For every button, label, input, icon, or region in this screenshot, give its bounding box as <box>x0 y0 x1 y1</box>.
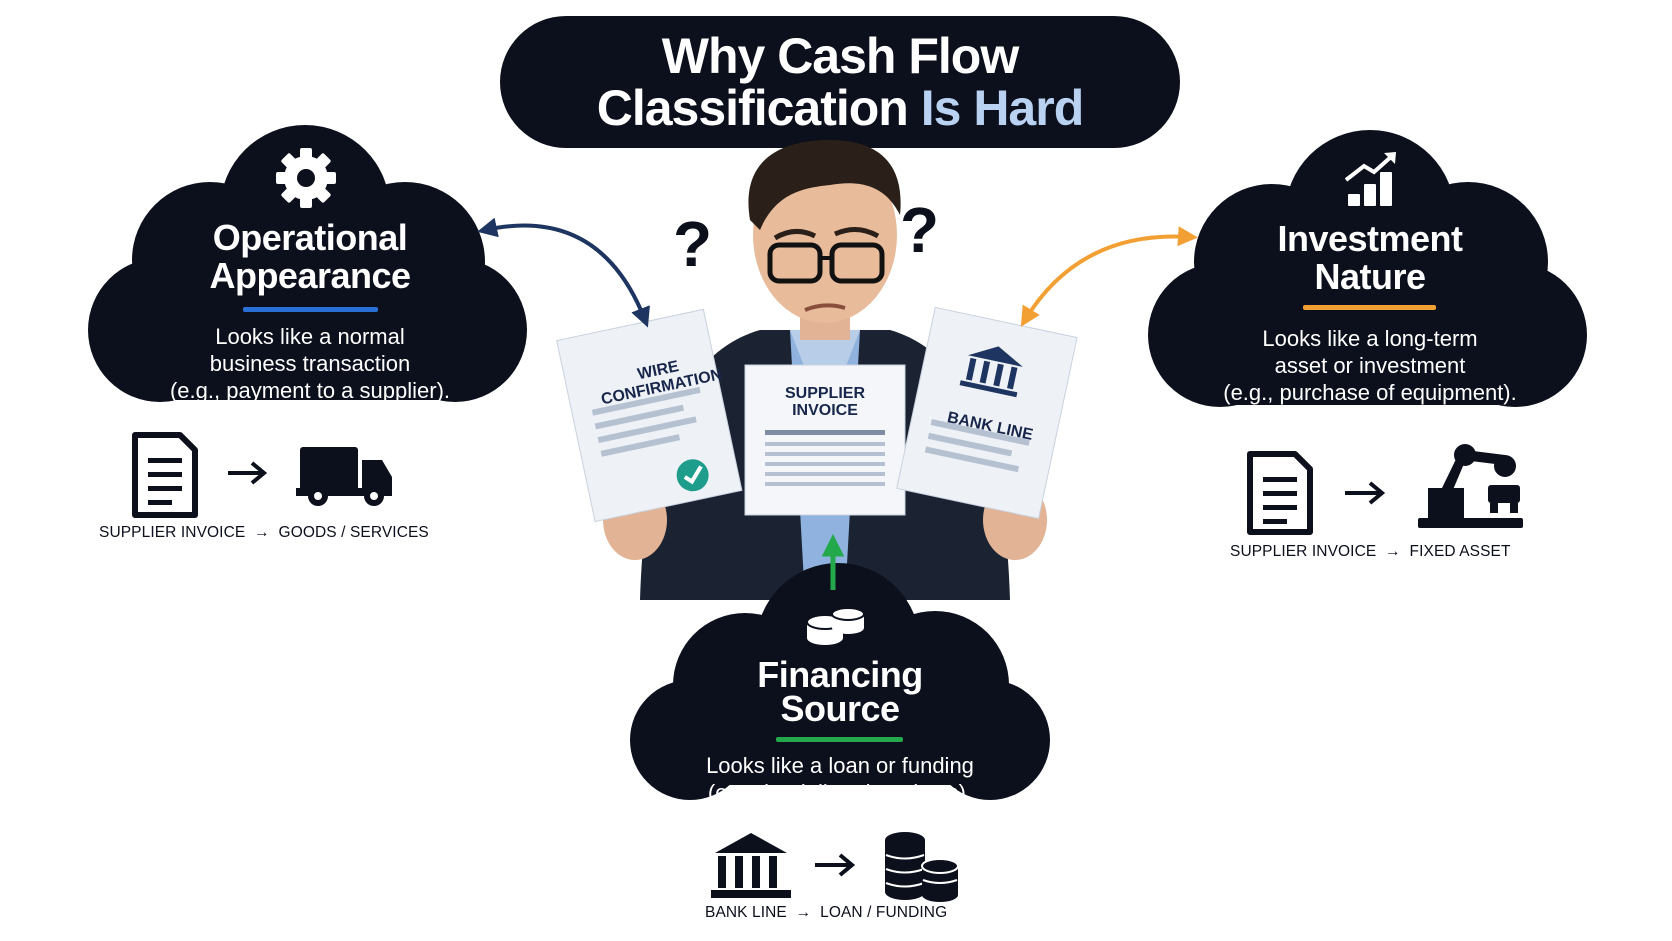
financing-heading-line2: Source <box>780 688 900 729</box>
financing-heading-line1: Financing <box>757 654 923 695</box>
operational-body-line2: business transaction <box>209 351 411 376</box>
gear-icon <box>276 148 336 208</box>
operational-heading-line2: Appearance <box>209 255 411 296</box>
page-title-main: Classification <box>596 80 921 136</box>
bank-line-document <box>896 306 1078 520</box>
supplier-invoice-label: SUPPLIER INVOICE <box>784 385 865 419</box>
page-title-line1: Why Cash Flow <box>661 28 1019 84</box>
page-title-highlight: Is Hard <box>920 80 1085 136</box>
supplier-invoice-icon-left <box>132 432 198 518</box>
operational-flow-caption: SUPPLIER INVOICE → GOODS / SERVICES <box>99 524 429 541</box>
operational-arrow <box>477 217 650 328</box>
coins-icon <box>885 832 959 902</box>
bank-icon <box>711 833 791 898</box>
title-banner <box>500 16 1180 148</box>
supplier-invoice-document <box>744 364 906 516</box>
arrow-right-icon-left <box>228 461 268 485</box>
financing-body-line2: (e.g., bank line drawdown). <box>707 780 973 805</box>
investment-body-line2: asset or investment <box>1274 353 1466 378</box>
financing-body-line1: Looks like a loan or funding <box>706 753 974 778</box>
operational-body-line1: Looks like a normal <box>215 324 405 349</box>
supplier-invoice-icon-right <box>1247 451 1313 535</box>
coin-stack-icon <box>806 607 865 645</box>
growth-chart-icon <box>1344 152 1396 206</box>
operational-body-line3: (e.g., payment to a supplier). <box>169 378 451 403</box>
financing-cloud <box>630 563 1050 800</box>
financing-flow-caption: BANK LINE → LOAN / FUNDING <box>705 904 948 921</box>
investment-heading-line1: Investment <box>1277 218 1463 259</box>
investment-accent-line <box>1303 305 1436 310</box>
operational-heading-line1: Operational <box>212 217 408 258</box>
robotic-arm-icon <box>1418 444 1523 528</box>
bank-icon-small <box>959 346 1023 398</box>
question-mark-left: ? <box>673 208 713 280</box>
wire-confirmation-document <box>556 308 743 523</box>
page-title-line2: Classification Is Hard <box>500 82 1180 134</box>
delivery-truck-icon <box>296 447 392 506</box>
investment-body-line1: Looks like a long-term <box>1262 326 1478 351</box>
investment-body-line3: (e.g., purchase of equipment). <box>1223 380 1517 405</box>
operational-cloud <box>88 125 527 402</box>
investment-heading-line2: Nature <box>1314 256 1426 297</box>
arrow-right-icon-right <box>1345 481 1386 505</box>
financing-accent-line <box>776 737 903 742</box>
investment-arrow <box>1020 226 1198 327</box>
investment-flow-caption: SUPPLIER INVOICE → FIXED ASSET <box>1230 543 1511 560</box>
arrow-right-icon-bottom <box>815 853 856 877</box>
question-mark-right: ? <box>900 194 940 266</box>
operational-accent-line <box>243 307 378 312</box>
